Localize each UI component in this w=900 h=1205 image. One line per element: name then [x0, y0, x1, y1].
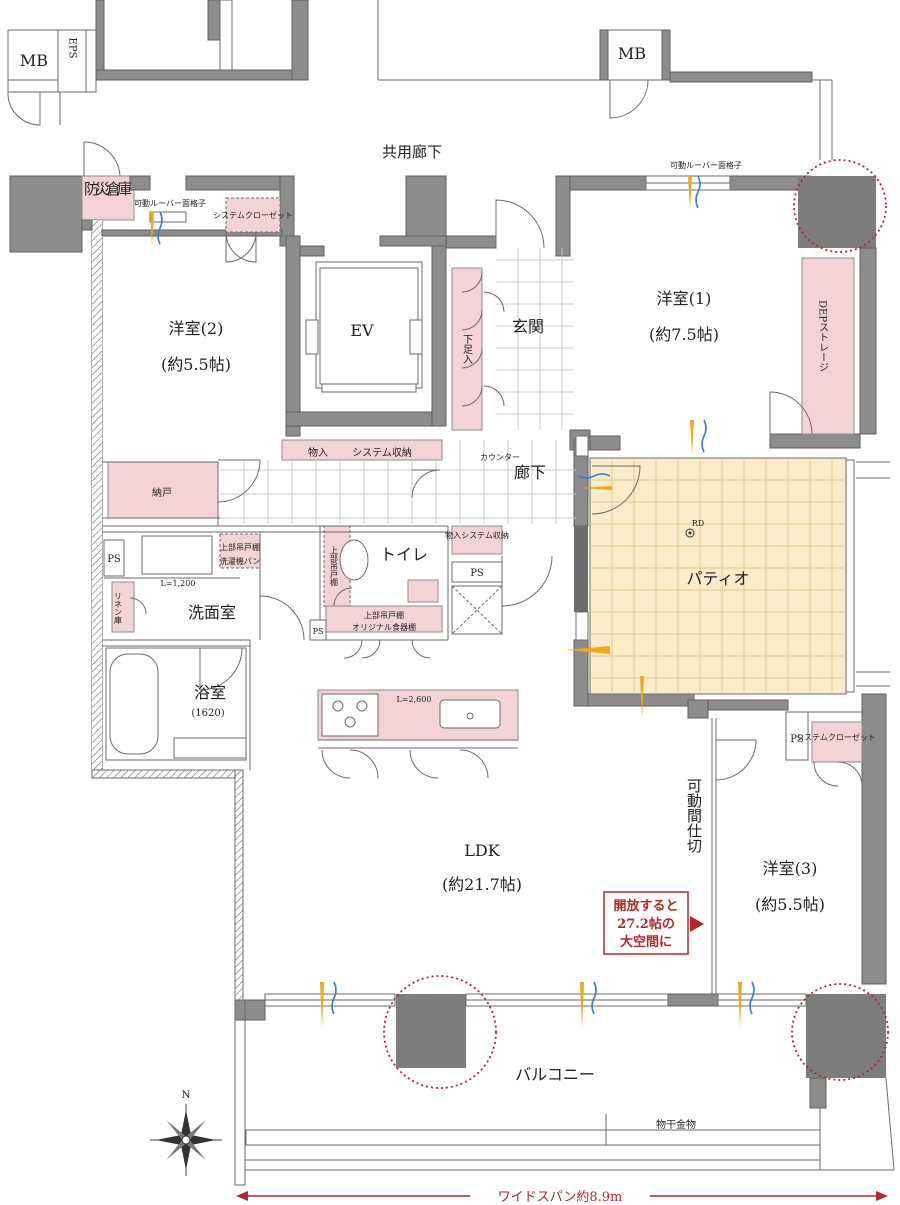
interior-partitions	[102, 261, 862, 994]
door-swings	[129, 199, 863, 787]
shoe-box-label: 下足入	[461, 334, 473, 364]
storage-label: 納戸	[152, 486, 172, 499]
entrance-tiles	[220, 248, 576, 524]
toilet-label: トイレ	[380, 545, 428, 564]
patio-label: パティオ	[686, 569, 749, 588]
washer-pan-label: 洗濯機パン	[220, 556, 260, 566]
bath-name: 浴室	[194, 683, 226, 702]
toilet-upper-cabinet-label: 上部吊戸棚	[330, 546, 339, 587]
ps2-label: PS	[470, 568, 484, 579]
sys-closet-left-label: システムクローゼット	[213, 210, 293, 220]
disaster-storage-label: 防災倉庫	[84, 180, 132, 198]
ps3-label: PS	[313, 627, 324, 636]
ventilation-markers	[150, 175, 755, 1028]
callout-box: 開放すると 27.2帖の 大空間に	[603, 891, 704, 955]
original-cupboard-label: オリジナル食器棚	[352, 622, 416, 632]
callout-line1: 開放すると	[613, 898, 678, 914]
rd-label: RD	[692, 519, 704, 528]
kitchen-upper-label: 上部吊戸棚	[364, 610, 404, 620]
louver-right-label: 可動ルーバー面格子	[670, 160, 742, 170]
western3-name: 洋室(3)	[763, 859, 818, 878]
entrance-label: 玄関	[512, 317, 544, 336]
balcony-label: バルコニー	[515, 1065, 595, 1084]
mb-right-label: MB	[618, 44, 646, 63]
upper-right-block	[377, 0, 833, 160]
western2-name: 洋室(2)	[169, 319, 224, 338]
system-storage-label: システム収納	[352, 446, 412, 459]
patio-area	[574, 457, 847, 695]
western1-name: 洋室(1)	[657, 289, 712, 308]
monoire-label: 物入	[308, 446, 328, 459]
ps1-label: PS	[107, 554, 121, 565]
ldk-name: LDK	[464, 841, 500, 860]
callout-line3: 大空間に	[620, 934, 672, 950]
washroom-label: 洗面室	[188, 603, 236, 622]
sys-closet-right-label: システムクローゼット	[796, 732, 876, 742]
highlight-circles	[383, 159, 889, 1089]
mb-left-label: MB	[20, 51, 48, 70]
fixtures	[107, 197, 863, 763]
bath-size: (1620)	[191, 708, 224, 719]
l1200-label: L=1,200	[161, 579, 196, 588]
exterior-walls	[9, 141, 895, 1186]
monoire-system-label: 物入システム収納	[445, 530, 509, 540]
compass-icon: N	[150, 1090, 222, 1176]
common-corridor-label: 共用廊下	[382, 143, 442, 161]
hallway-label: 廊下	[514, 463, 546, 482]
ev-label: EV	[350, 321, 374, 340]
dep-storage-label: DEPストレージ	[817, 300, 828, 372]
clothes-hanger-label: 物干金物	[656, 1118, 696, 1131]
movable-partition-label: 可動間仕切	[685, 778, 703, 854]
callout-line2: 27.2帖の	[617, 916, 675, 932]
western3-size: (約5.5帖)	[755, 895, 825, 914]
western2-size: (約5.5帖)	[161, 355, 231, 374]
north-label: N	[182, 1090, 191, 1101]
ldk-size: (約21.7帖)	[442, 875, 522, 894]
upper-left-block	[7, 0, 309, 126]
ps4-label: PS	[790, 734, 804, 745]
l2600-label: L=2,600	[397, 695, 432, 704]
western1-size: (約7.5帖)	[649, 325, 719, 344]
counter-label: カウンター	[480, 453, 520, 462]
wide-span-dimension: ワイドスパン約8.9m	[236, 1186, 888, 1205]
louver-left-label: 可動ルーバー面格子	[134, 198, 206, 208]
upper-cabinet-wash-label: 上部吊戸棚	[220, 542, 260, 552]
linen-label: リネン庫	[114, 592, 123, 625]
wide-span-label: ワイドスパン約8.9m	[498, 1190, 623, 1205]
eps-label: EPS	[67, 38, 78, 59]
